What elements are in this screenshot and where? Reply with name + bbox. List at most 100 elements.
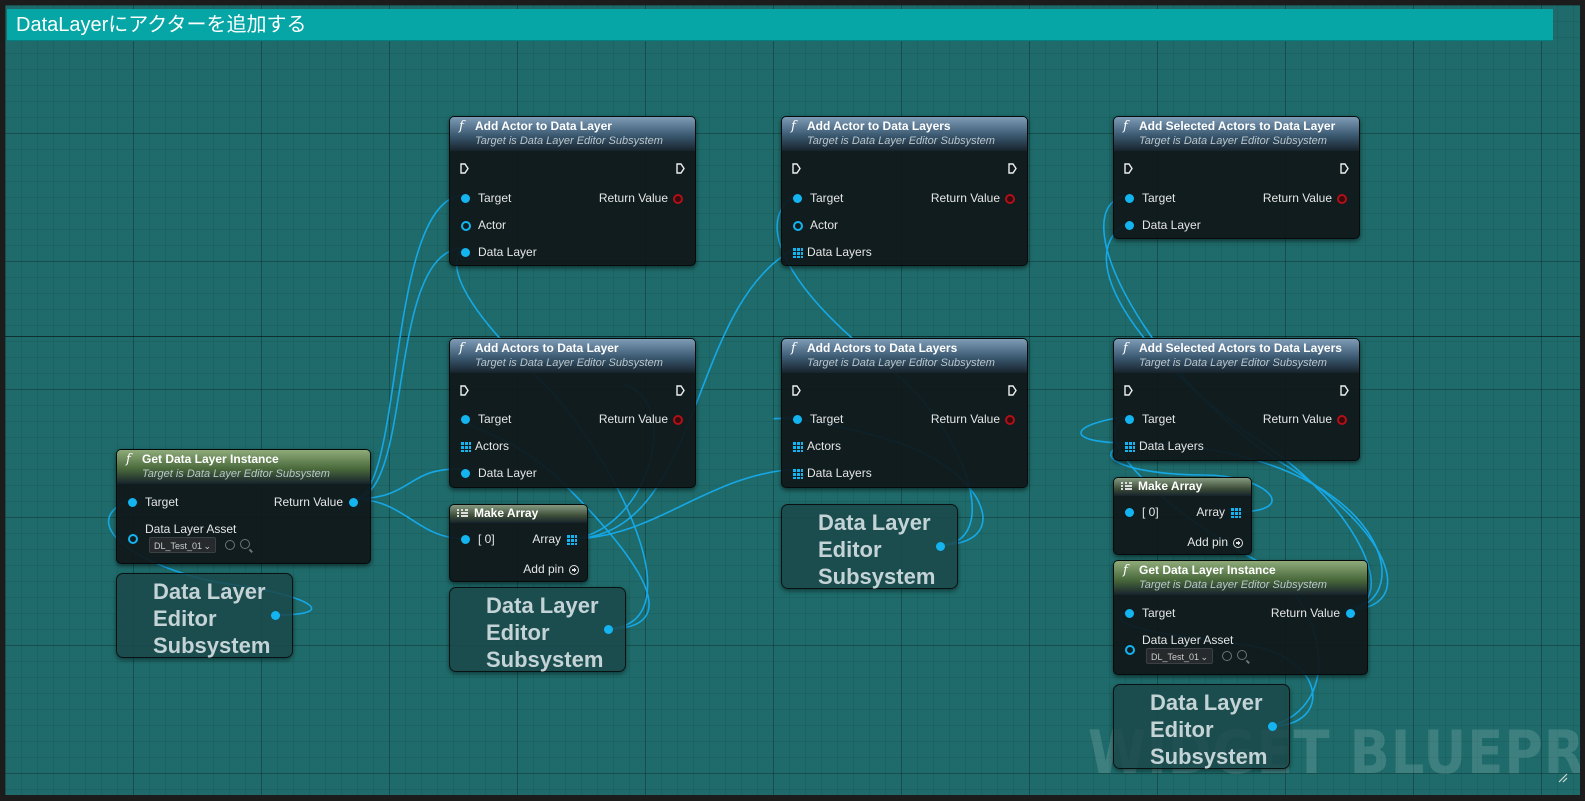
data-layers-array-pin[interactable] <box>793 248 803 258</box>
exec-in-pin[interactable] <box>1124 163 1133 174</box>
node-title: Add Actors to Data Layer <box>475 341 619 355</box>
node-title: Add Actor to Data Layer <box>475 119 612 133</box>
node-header[interactable]: Make Array <box>1114 478 1251 496</box>
node-header[interactable]: f Add Actors to Data Layers Target is Da… <box>782 339 1027 373</box>
search-icon[interactable] <box>240 539 250 549</box>
target-pin[interactable] <box>461 415 470 424</box>
data-layer-pin[interactable] <box>1125 221 1134 230</box>
target-pin[interactable] <box>793 415 802 424</box>
node-data-layer-editor-subsystem-4[interactable]: Data Layer Editor Subsystem <box>1113 684 1290 769</box>
return-value-pin[interactable] <box>1346 609 1355 618</box>
node-make-array-left[interactable]: Make Array [ 0] Array Add pin <box>449 504 588 582</box>
node-data-layer-editor-subsystem-3[interactable]: Data Layer Editor Subsystem <box>781 504 958 589</box>
pin-label: Actor <box>478 218 507 232</box>
exec-out-pin[interactable] <box>1008 385 1017 396</box>
return-value-pin[interactable] <box>1005 415 1015 425</box>
browse-arrow-icon[interactable] <box>225 540 235 550</box>
actors-array-pin[interactable] <box>461 442 471 452</box>
node-make-array-right[interactable]: Make Array [ 0] Array Add pin <box>1113 477 1252 555</box>
array-element-pin[interactable] <box>461 535 470 544</box>
node-add-actors-to-data-layers[interactable]: f Add Actors to Data Layers Target is Da… <box>781 338 1028 488</box>
data-layers-array-pin[interactable] <box>793 469 803 479</box>
exec-out-pin[interactable] <box>1340 385 1349 396</box>
pin-label: Data Layer <box>1142 218 1201 232</box>
node-header[interactable]: f Get Data Layer Instance Target is Data… <box>1114 561 1367 595</box>
actor-pin[interactable] <box>461 221 471 231</box>
node-get-data-layer-instance-right[interactable]: f Get Data Layer Instance Target is Data… <box>1113 560 1368 675</box>
node-add-actor-to-data-layers[interactable]: f Add Actor to Data Layers Target is Dat… <box>781 116 1028 266</box>
resize-grip-icon[interactable] <box>1556 771 1568 783</box>
node-header[interactable]: Make Array <box>450 505 587 523</box>
node-add-actor-to-data-layer[interactable]: f Add Actor to Data Layer Target is Data… <box>449 116 696 266</box>
array-element-pin[interactable] <box>1125 508 1134 517</box>
return-value-pin[interactable] <box>673 194 683 204</box>
browse-arrow-icon[interactable] <box>1222 651 1232 661</box>
pin-row-target: Target Return Value <box>1114 411 1359 429</box>
graph-canvas[interactable]: DataLayerにアクターを追加する WIDGET BLUEPRINT f A… <box>5 5 1580 795</box>
pin-label: Data Layers <box>1139 439 1204 453</box>
target-pin[interactable] <box>1125 609 1134 618</box>
add-pin-button[interactable]: Add pin <box>523 562 579 576</box>
pin-row-data-layers: Data Layers <box>1114 438 1359 456</box>
data-layer-asset-select[interactable]: DL_Test_01 ⌄ <box>1146 648 1213 664</box>
data-layer-asset-select[interactable]: DL_Test_01 ⌄ <box>149 537 216 553</box>
target-pin[interactable] <box>128 498 137 507</box>
subsystem-out-pin[interactable] <box>271 611 280 620</box>
pin-label: Target <box>810 412 844 426</box>
exec-in-pin[interactable] <box>1124 385 1133 396</box>
exec-in-pin[interactable] <box>460 385 469 396</box>
actors-array-pin[interactable] <box>793 442 803 452</box>
exec-in-pin[interactable] <box>792 385 801 396</box>
data-layer-asset-pin[interactable] <box>128 534 138 544</box>
return-value-pin[interactable] <box>349 498 358 507</box>
node-header[interactable]: f Add Selected Actors to Data Layers Tar… <box>1114 339 1359 373</box>
subsystem-out-pin[interactable] <box>936 542 945 551</box>
subsystem-out-pin[interactable] <box>1268 722 1277 731</box>
target-pin[interactable] <box>1125 194 1134 203</box>
return-value-pin[interactable] <box>1337 415 1347 425</box>
node-add-selected-actors-to-data-layers[interactable]: f Add Selected Actors to Data Layers Tar… <box>1113 338 1360 461</box>
node-header[interactable]: f Add Actors to Data Layer Target is Dat… <box>450 339 695 373</box>
function-icon: f <box>1123 341 1128 356</box>
node-subtitle: Target is Data Layer Editor Subsystem <box>807 357 995 369</box>
target-pin[interactable] <box>1125 415 1134 424</box>
target-pin[interactable] <box>793 194 802 203</box>
data-layer-pin[interactable] <box>461 469 470 478</box>
node-header[interactable]: f Add Selected Actors to Data Layer Targ… <box>1114 117 1359 151</box>
return-value-pin[interactable] <box>1337 194 1347 204</box>
node-subtitle: Target is Data Layer Editor Subsystem <box>1139 357 1327 369</box>
array-out-pin[interactable] <box>1231 508 1241 518</box>
exec-in-pin[interactable] <box>792 163 801 174</box>
pin-row-data-layer-asset: Data Layer Asset <box>117 521 370 539</box>
pin-row-data-layers: Data Layers <box>782 465 1027 483</box>
node-add-selected-actors-to-data-layer[interactable]: f Add Selected Actors to Data Layer Targ… <box>1113 116 1360 239</box>
exec-out-pin[interactable] <box>676 385 685 396</box>
data-layer-asset-pin[interactable] <box>1125 645 1135 655</box>
node-header[interactable]: f Add Actor to Data Layer Target is Data… <box>450 117 695 151</box>
node-header[interactable]: f Add Actor to Data Layers Target is Dat… <box>782 117 1027 151</box>
add-pin-button[interactable]: Add pin <box>1187 535 1243 549</box>
return-value-label: Return Value <box>598 412 668 426</box>
node-title: Make Array <box>1138 479 1203 493</box>
data-layer-pin[interactable] <box>461 248 470 257</box>
search-icon[interactable] <box>1237 650 1247 660</box>
return-value-pin[interactable] <box>673 415 683 425</box>
pin-row-data-layer: Data Layer <box>450 244 695 262</box>
exec-out-pin[interactable] <box>1008 163 1017 174</box>
target-pin[interactable] <box>461 194 470 203</box>
node-data-layer-editor-subsystem-1[interactable]: Data Layer Editor Subsystem <box>116 573 293 658</box>
exec-out-pin[interactable] <box>1340 163 1349 174</box>
pin-label: Actors <box>807 439 842 453</box>
node-get-data-layer-instance-left[interactable]: f Get Data Layer Instance Target is Data… <box>116 449 371 564</box>
actor-pin[interactable] <box>793 221 803 231</box>
exec-in-pin[interactable] <box>460 163 469 174</box>
array-out-pin[interactable] <box>567 535 577 545</box>
node-header[interactable]: f Get Data Layer Instance Target is Data… <box>117 450 370 484</box>
node-data-layer-editor-subsystem-2[interactable]: Data Layer Editor Subsystem <box>449 587 626 672</box>
exec-out-pin[interactable] <box>676 163 685 174</box>
subsystem-label: Data Layer Editor Subsystem <box>1150 690 1268 769</box>
data-layers-array-pin[interactable] <box>1125 442 1135 452</box>
return-value-pin[interactable] <box>1005 194 1015 204</box>
subsystem-out-pin[interactable] <box>604 625 613 634</box>
node-add-actors-to-data-layer[interactable]: f Add Actors to Data Layer Target is Dat… <box>449 338 696 488</box>
